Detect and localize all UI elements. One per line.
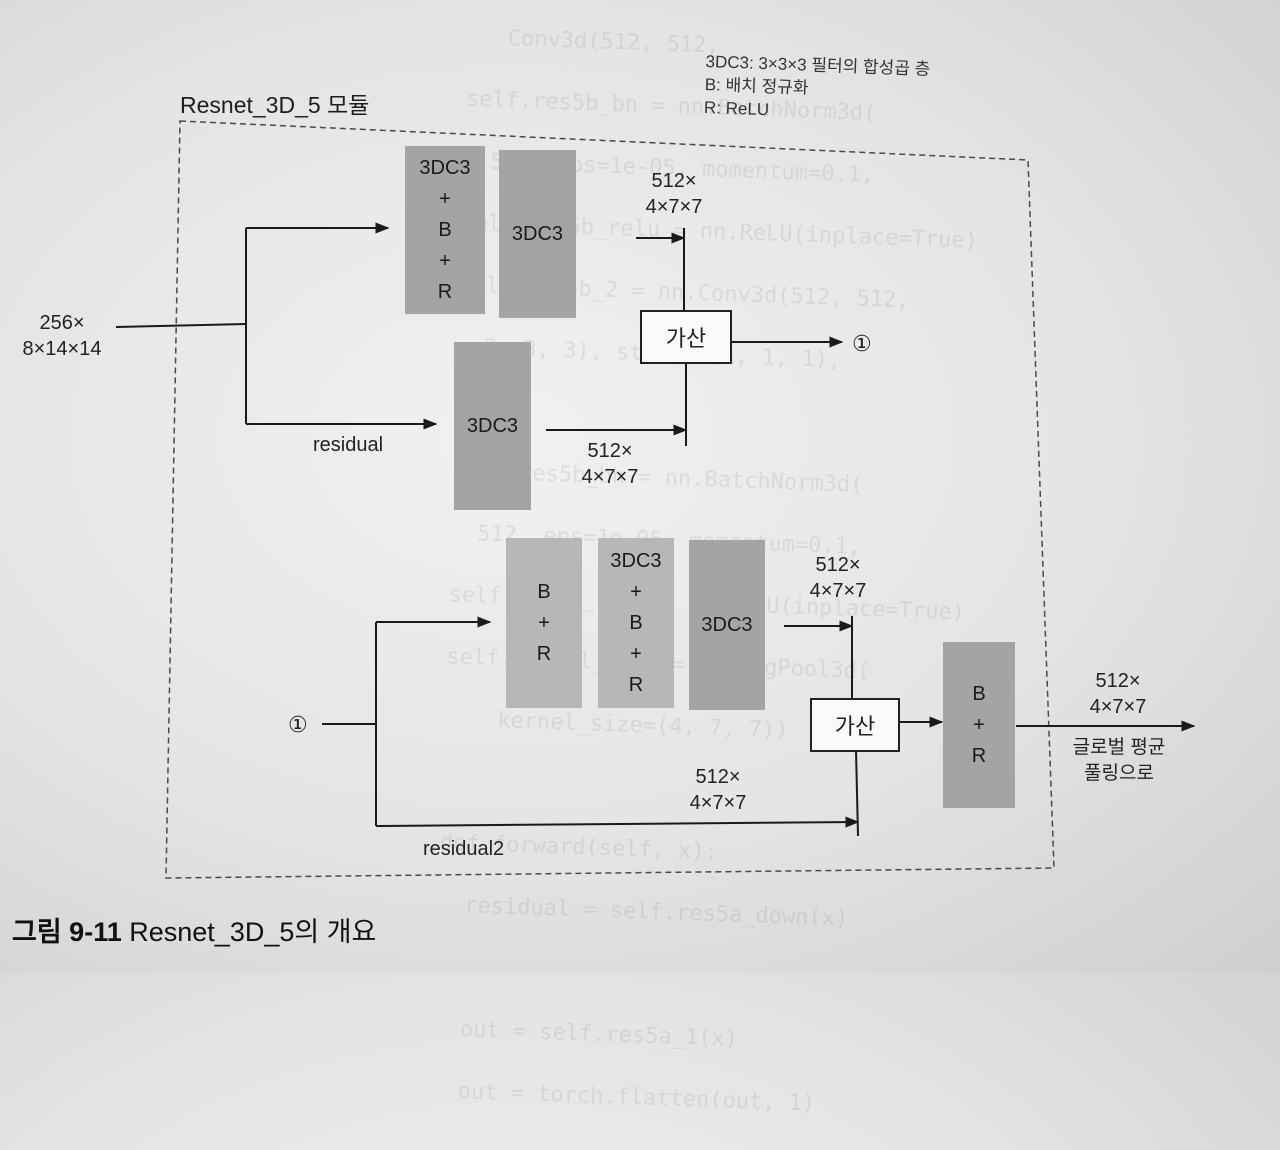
- lower-residual-label: residual2: [423, 838, 505, 860]
- upper-residual-dims: 512× 4×7×7: [581, 440, 639, 488]
- lower-input-marker: ①: [288, 712, 308, 737]
- module-boundary: [165, 120, 1055, 879]
- lower-main-dims: 512× 4×7×7: [809, 554, 867, 602]
- lower-bn-relu-block: B + R: [506, 538, 582, 708]
- output-destination: 글로벌 평균 풀링으로: [1072, 737, 1166, 784]
- upper-residual-conv-block: 3DC3: [454, 342, 531, 510]
- upper-output-marker: ①: [852, 331, 872, 356]
- diagram-lines: [115, 120, 1196, 879]
- figure-caption-text: Resnet_3D_5의 개요: [129, 917, 377, 947]
- lower-conv-bn-relu-block: 3DC3 + B + R: [598, 538, 674, 708]
- lower-add-node: 가산: [810, 698, 900, 752]
- module-title: Resnet_3D_5 모듈: [180, 92, 370, 118]
- upper-residual-label: residual: [313, 434, 384, 456]
- lower-residual-dims: 512× 4×7×7: [689, 766, 747, 814]
- upper-conv-block: 3DC3: [499, 150, 576, 318]
- upper-main-dims: 512× 4×7×7: [645, 170, 703, 218]
- output-dims: 512× 4×7×7: [1089, 670, 1147, 718]
- upper-conv-bn-relu-block: 3DC3 + B + R: [405, 146, 485, 314]
- figure-number: 그림 9-11: [12, 917, 122, 947]
- lower-final-bn-relu-block: B + R: [943, 642, 1015, 808]
- input-dims: 256× 8×14×14: [22, 312, 102, 360]
- upper-add-node: 가산: [640, 310, 732, 364]
- figure-caption: 그림 9-11 Resnet_3D_5의 개요: [12, 910, 376, 949]
- lower-conv-block: 3DC3: [689, 540, 765, 710]
